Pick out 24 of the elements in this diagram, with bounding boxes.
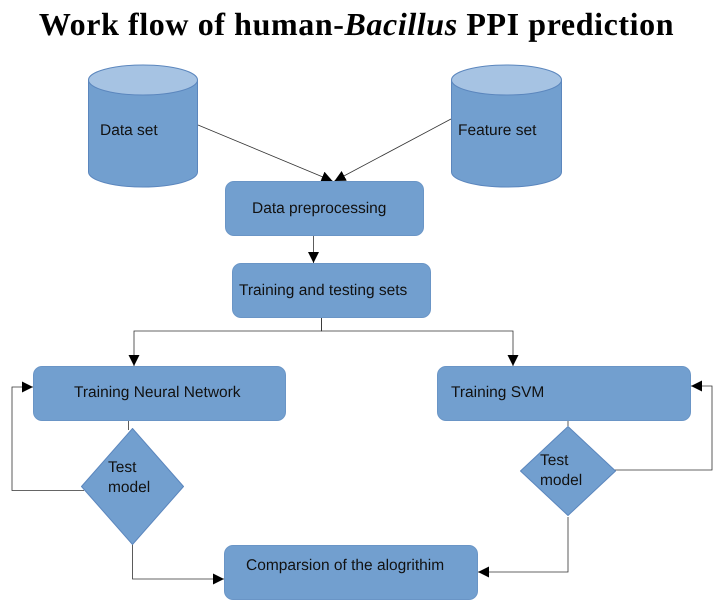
arrow (321, 318, 518, 366)
arrow (614, 380, 712, 470)
node-label: Data preprocessing (252, 200, 386, 218)
process-box (437, 366, 691, 421)
arrow (478, 516, 568, 578)
process-box (33, 366, 286, 421)
arrow (198, 124, 333, 182)
arrow (12, 382, 84, 491)
process-box (232, 263, 431, 318)
node-label: Feature set (458, 122, 536, 140)
diagram-title: Work flow of human-Bacillus PPI prediction (38, 6, 676, 43)
arrow (334, 118, 452, 182)
process-box (224, 545, 478, 600)
arrow (132, 544, 224, 584)
arrow (308, 236, 319, 264)
node-label: Test model (108, 458, 152, 498)
connector-line (128, 420, 129, 430)
node-label: Test model (540, 451, 584, 491)
node-label: Comparsion of the alogrithim (246, 557, 444, 575)
process-box (225, 181, 424, 236)
node-label: Training Neural Network (74, 384, 241, 402)
node-label: Data set (100, 122, 158, 140)
node-label: Training SVM (451, 384, 544, 402)
node-label: Training and testing sets (239, 282, 408, 300)
